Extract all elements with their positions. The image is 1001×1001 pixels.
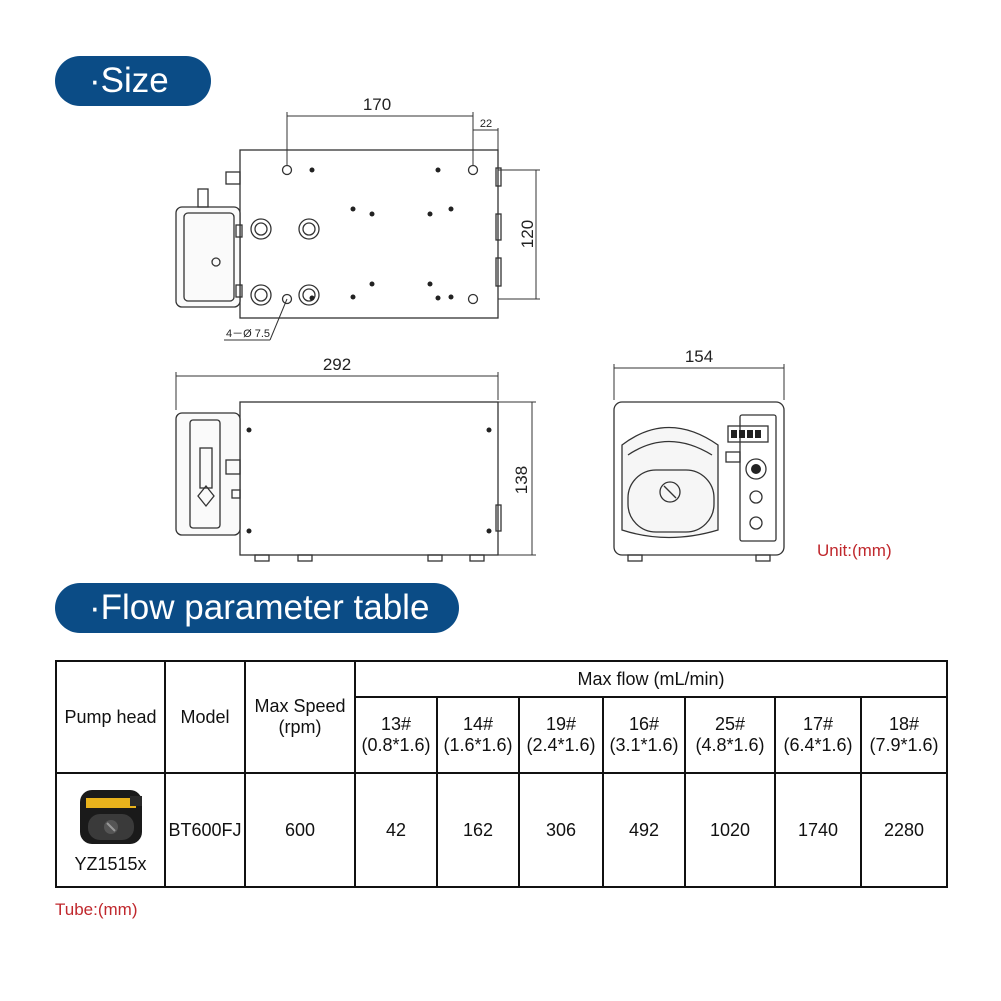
- dim-side-height: 138: [512, 466, 531, 494]
- cell-flow: 1020: [684, 772, 776, 888]
- tube-size: 19#: [545, 714, 577, 734]
- cell-pump-head: YZ1515x: [55, 772, 166, 888]
- dim-top-width: 170: [363, 95, 391, 114]
- size-section-title: ·Size: [55, 56, 211, 106]
- header-model: Model: [164, 660, 246, 774]
- header-tube: 18#(7.9*1.6): [859, 696, 949, 774]
- tube-dim: (1.6*1.6): [443, 735, 513, 755]
- dim-top-offset: 22: [480, 118, 492, 130]
- tube-dim: (2.4*1.6): [526, 735, 596, 755]
- tube-size: 18#: [889, 714, 920, 734]
- top-view-drawing: [175, 149, 502, 319]
- cell-flow: 162: [436, 772, 520, 888]
- cell-flow: 2280: [859, 772, 949, 888]
- pump-head-name: YZ1515x: [74, 853, 147, 874]
- flow-parameter-table: Pump head Model Max Speed (rpm) Max flow…: [55, 660, 949, 888]
- tube-size: 17#: [802, 714, 834, 734]
- unit-note: Unit:(mm): [817, 541, 892, 560]
- flow-section-title: ·Flow parameter table: [55, 583, 459, 633]
- front-view-drawing: [613, 401, 785, 562]
- dim-side-length: 292: [323, 355, 351, 374]
- header-tube: 17#(6.4*1.6): [774, 696, 862, 774]
- tube-dim: (3.1*1.6): [609, 735, 679, 755]
- header-tube: 13#(0.8*1.6): [354, 696, 438, 774]
- header-max-speed: Max Speed (rpm): [244, 660, 356, 774]
- cell-max-speed: 600: [244, 772, 356, 888]
- dimension-drawings: 170 22 120 4－Ø 7.5 292 138: [175, 95, 785, 562]
- header-max-speed-label: Max Speed: [254, 696, 346, 716]
- tube-note: Tube:(mm): [55, 900, 138, 919]
- cell-flow: 492: [602, 772, 686, 888]
- header-tube: 14#(1.6*1.6): [436, 696, 520, 774]
- cell-flow: 306: [518, 772, 604, 888]
- header-tube: 25#(4.8*1.6): [684, 696, 776, 774]
- tube-size: 14#: [462, 714, 494, 734]
- header-max-flow: Max flow (mL/min): [353, 660, 949, 698]
- tube-dim: (7.9*1.6): [869, 735, 939, 755]
- tube-size: 25#: [714, 714, 746, 734]
- cell-flow: 42: [354, 772, 438, 888]
- dim-hole-spec: 4－Ø 7.5: [226, 328, 270, 340]
- header-max-speed-unit: (rpm): [278, 717, 322, 737]
- header-tube: 16#(3.1*1.6): [602, 696, 686, 774]
- tube-dim: (0.8*1.6): [361, 735, 431, 755]
- cell-flow: 1740: [774, 772, 862, 888]
- header-pump-head: Pump head: [55, 660, 166, 774]
- dim-top-height: 120: [518, 220, 537, 248]
- header-tube: 19#(2.4*1.6): [518, 696, 604, 774]
- tube-dim: (6.4*1.6): [783, 735, 853, 755]
- pump-head-image: [79, 789, 142, 844]
- cell-model: BT600FJ: [164, 772, 246, 888]
- side-view-drawing: [175, 401, 502, 562]
- tube-size: 13#: [380, 714, 412, 734]
- table-row: YZ1515x BT600FJ 600 42 162 306 492 1020 …: [55, 772, 949, 888]
- dim-front-width: 154: [685, 347, 713, 366]
- tube-dim: (4.8*1.6): [695, 735, 765, 755]
- tube-size: 16#: [628, 714, 660, 734]
